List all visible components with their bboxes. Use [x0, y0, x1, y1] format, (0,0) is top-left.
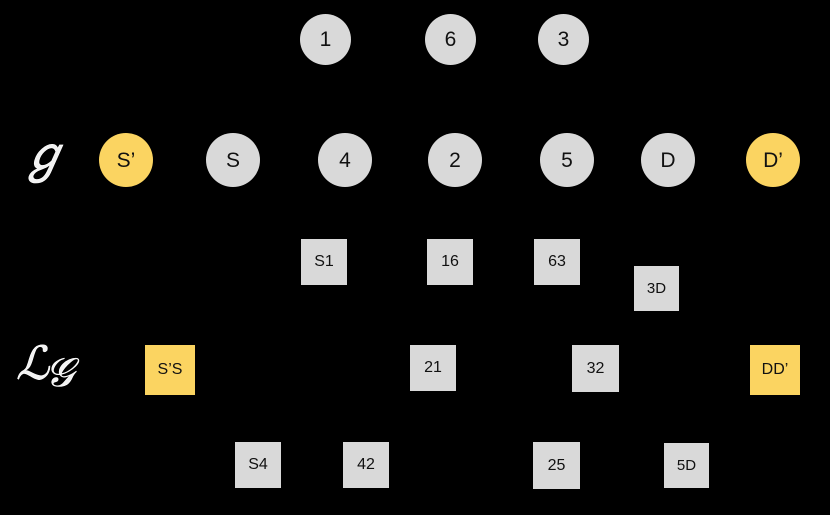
- line-graph-label-glyph: ℒ: [16, 336, 50, 390]
- vertex-label: 42: [357, 456, 375, 473]
- line-graph-vertex-16[interactable]: 16: [427, 239, 473, 285]
- line-graph-vertex-5d[interactable]: 5D: [664, 443, 709, 488]
- vertex-label: 3D: [646, 280, 667, 297]
- vertex-label: 1: [319, 28, 332, 51]
- line-graph-vertex-s1[interactable]: S1: [301, 239, 347, 285]
- graph-vertex-sp[interactable]: S’: [99, 133, 153, 187]
- graph-vertex-1[interactable]: 1: [300, 14, 351, 65]
- graph-vertex-6[interactable]: 6: [425, 14, 476, 65]
- graph-vertex-3[interactable]: 3: [538, 14, 589, 65]
- vertex-label: S: [225, 148, 240, 172]
- vertex-label: 32: [586, 359, 605, 377]
- vertex-label: 21: [424, 359, 442, 376]
- vertex-label: S4: [248, 456, 268, 473]
- line-graph-vertex-32[interactable]: 32: [572, 345, 619, 392]
- vertex-label: 5: [561, 148, 573, 172]
- graph-vertex-4[interactable]: 4: [318, 133, 372, 187]
- vertex-label: S’S: [157, 361, 183, 378]
- graph-vertex-s[interactable]: S: [206, 133, 260, 187]
- vertex-label: S’: [116, 148, 136, 172]
- vertex-label: D: [660, 148, 676, 172]
- graph-vertex-5[interactable]: 5: [540, 133, 594, 187]
- line-graph-vertex-sps[interactable]: S’S: [145, 345, 195, 395]
- line-graph-vertex-25[interactable]: 25: [533, 442, 580, 489]
- vertex-label: S1: [314, 253, 334, 270]
- vertex-label: 5D: [676, 457, 697, 474]
- vertex-label: 4: [339, 148, 351, 172]
- line-graph-vertex-ddp[interactable]: DD’: [750, 345, 800, 395]
- line-graph-vertex-42[interactable]: 42: [343, 442, 389, 488]
- vertex-label: D’: [763, 148, 783, 172]
- line-graph-label-subscript-glyph: 𝒢: [45, 350, 74, 396]
- line-graph-vertex-63[interactable]: 63: [534, 239, 580, 285]
- graph-vertex-d[interactable]: D: [641, 133, 695, 187]
- graph-vertex-dp[interactable]: D’: [746, 133, 800, 187]
- vertex-label: 63: [548, 253, 566, 270]
- vertex-label: 16: [441, 253, 459, 270]
- vertex-label: 3: [557, 28, 570, 51]
- graph-vertex-2[interactable]: 2: [428, 133, 482, 187]
- vertex-label: 2: [449, 148, 461, 172]
- line-graph-label: ℒ𝒢: [16, 340, 76, 394]
- line-graph-vertex-s4[interactable]: S4: [235, 442, 281, 488]
- vertex-label: 25: [547, 456, 566, 474]
- vertex-label: 6: [444, 28, 457, 51]
- vertex-label: DD’: [761, 361, 789, 378]
- line-graph-vertex-21[interactable]: 21: [410, 345, 456, 391]
- line-graph-vertex-3d[interactable]: 3D: [634, 266, 679, 311]
- graph-label-glyph: ℊ: [20, 127, 69, 183]
- graph-label: ℊ: [20, 131, 69, 180]
